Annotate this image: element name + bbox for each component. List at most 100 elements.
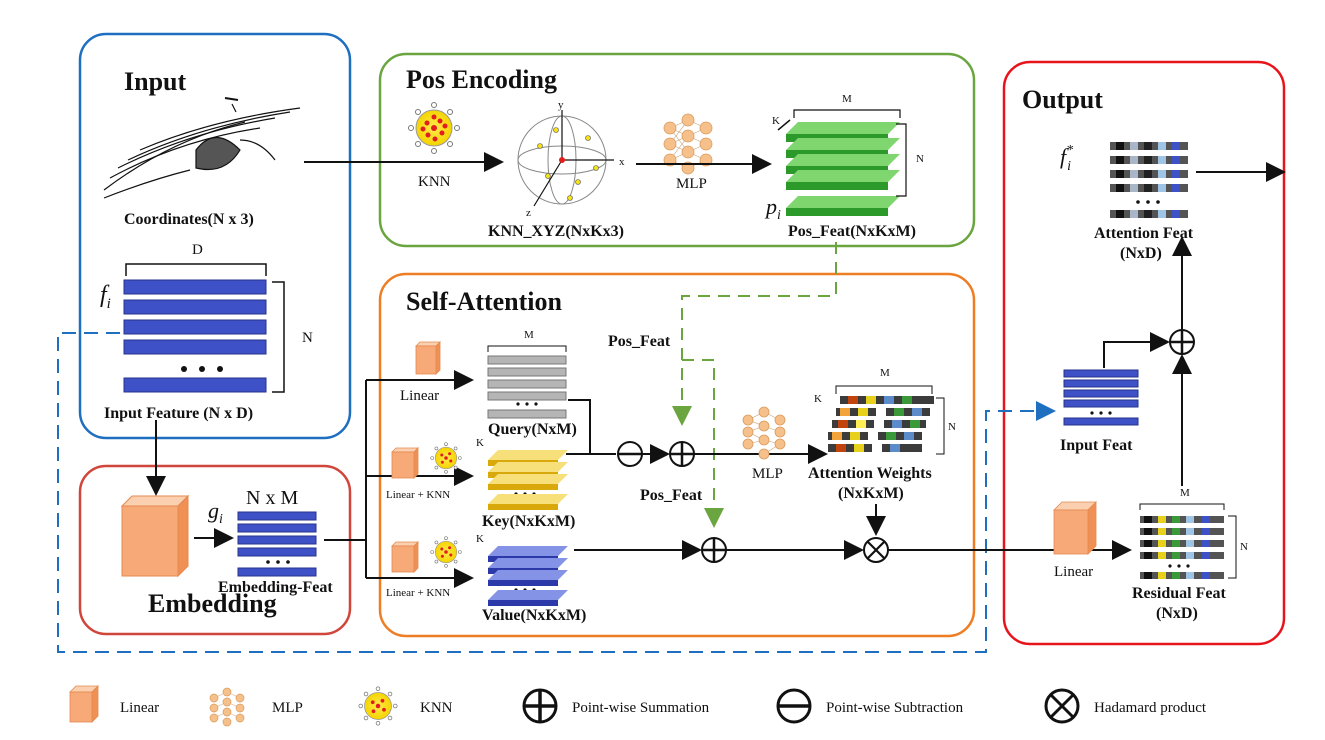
input-dim-d: D (192, 242, 203, 258)
input-symbol-f: fi (100, 282, 111, 312)
value-linear-knn-label: Linear + KNN (386, 587, 450, 599)
pos-encoding-panel-title: Pos Encoding (406, 65, 557, 94)
legend-sum-label: Point-wise Summation (572, 700, 710, 716)
pos-dim-n: N (916, 153, 924, 165)
summation-operator-value (701, 537, 727, 563)
residual-dim-m-bracket (1139, 503, 1225, 510)
pos-symbol-p: pi (764, 194, 781, 223)
input-feat-to-sum-line (1103, 332, 1170, 368)
pos-encoding-panel (378, 52, 976, 248)
pos-dim-m: M (842, 93, 852, 105)
knn-icon (408, 102, 460, 154)
attn-mlp-icon (742, 406, 786, 460)
embedding-panel-title: Embedding (148, 589, 277, 618)
embedding-symbol-g: gi (208, 498, 223, 527)
attn-dim-k: K (814, 393, 822, 405)
coordinates-label: Coordinates(N x 3) (124, 211, 254, 228)
query-dim-m-bracket (487, 345, 567, 352)
input-dim-d-bracket (125, 263, 267, 276)
axis-y-label: y (558, 99, 564, 111)
embedding-feat-stack (237, 511, 317, 577)
pos-feat-dash-path (672, 242, 837, 426)
key-stack (488, 450, 568, 510)
attn-dim-n-bracket (936, 397, 945, 455)
key-linear-icon (391, 447, 419, 479)
attention-weights-dims: (NxKxM) (838, 485, 904, 502)
legend-linear-label: Linear (120, 700, 159, 716)
summation-operator-attention (669, 441, 695, 467)
query-stack (487, 355, 567, 419)
self-attention-panel (378, 272, 976, 638)
attn-mlp-label: MLP (752, 466, 783, 482)
axis-x-label: x (619, 156, 625, 168)
output-input-feat-label: Input Feat (1060, 437, 1133, 454)
output-panel-title: Output (1022, 85, 1103, 114)
query-linear-icon (415, 341, 441, 375)
residual-dim-n: N (1240, 541, 1248, 553)
key-knn-icon (430, 442, 462, 474)
legend-linear-icon (69, 685, 99, 723)
value-knn-icon (430, 536, 462, 568)
key-dim-k: K (476, 437, 484, 449)
query-linear-label: Linear (400, 388, 439, 404)
knn-label: KNN (418, 174, 451, 190)
pos-feat-label: Pos_Feat(NxKxM) (788, 223, 916, 240)
knn-xyz-label: KNN_XYZ(NxKx3) (488, 223, 624, 240)
point-cloud-image (103, 97, 301, 199)
hadamard-operator (863, 537, 889, 563)
attn-dim-m-bracket (835, 385, 933, 394)
query-dim-m: M (524, 329, 534, 341)
attention-weights-stack (828, 396, 934, 452)
embedding-linear-icon (120, 494, 190, 578)
value-dim-k: K (476, 533, 484, 545)
output-summation-operator (1169, 329, 1195, 355)
legend-knn-label: KNN (420, 700, 453, 716)
residual-feat-dims: (NxD) (1156, 605, 1198, 622)
legend-sub-icon (776, 688, 812, 724)
input-feature-skip-path (57, 332, 1056, 653)
key-label: Key(NxKxM) (482, 513, 575, 530)
residual-dim-m: M (1180, 487, 1190, 499)
subtraction-operator (617, 441, 643, 467)
pos-dim-k: K (772, 115, 780, 127)
pos-dim-n-bracket (896, 123, 907, 197)
residual-dim-n-bracket (1228, 515, 1237, 579)
input-panel (78, 32, 352, 440)
attention-feat-stack (1110, 142, 1188, 218)
input-dim-n: N (302, 330, 313, 346)
value-stack (488, 546, 568, 606)
legend-knn-icon (358, 686, 398, 726)
input-dim-n-bracket (272, 281, 285, 393)
legend-sum-icon (522, 688, 558, 724)
embedding-dims-label: N x M (246, 487, 298, 509)
pos-feat-bottom-label: Pos_Feat (640, 487, 703, 504)
query-label: Query(NxM) (488, 421, 577, 438)
attention-feat-label: Attention Feat (1094, 225, 1194, 242)
pos-feat-stack (786, 122, 900, 216)
axis-z-label: z (526, 207, 531, 219)
output-panel (1002, 60, 1286, 646)
self-attention-panel-title: Self-Attention (406, 287, 563, 316)
attn-dim-n: N (948, 421, 956, 433)
attention-feat-dims: (NxD) (1120, 245, 1162, 262)
output-symbol-f: f*i (1060, 143, 1073, 174)
residual-feat-label: Residual Feat (1132, 585, 1226, 602)
pos-dim-k-tick (777, 119, 791, 131)
legend-sub-label: Point-wise Subtraction (826, 700, 964, 716)
value-linear-icon (391, 541, 419, 573)
legend-mlp-icon (209, 687, 245, 727)
output-linear-icon (1053, 501, 1097, 555)
legend-hadamard-icon (1044, 688, 1080, 724)
embedding-feat-label: Embedding-Feat (218, 579, 333, 596)
pos-feat-dash-branch (682, 359, 724, 528)
output-input-feat-stack (1063, 369, 1139, 426)
legend-hadamard-label: Hadamard product (1094, 700, 1207, 716)
pos-feat-top-label: Pos_Feat (608, 333, 671, 350)
input-panel-title: Input (124, 67, 186, 96)
legend-mlp-label: MLP (272, 700, 303, 716)
value-label: Value(NxKxM) (482, 607, 586, 624)
pos-mlp-label: MLP (676, 176, 707, 192)
knn-xyz-sphere (517, 110, 614, 207)
input-feature-label: Input Feature (N x D) (104, 405, 253, 422)
embedding-panel (78, 464, 352, 636)
